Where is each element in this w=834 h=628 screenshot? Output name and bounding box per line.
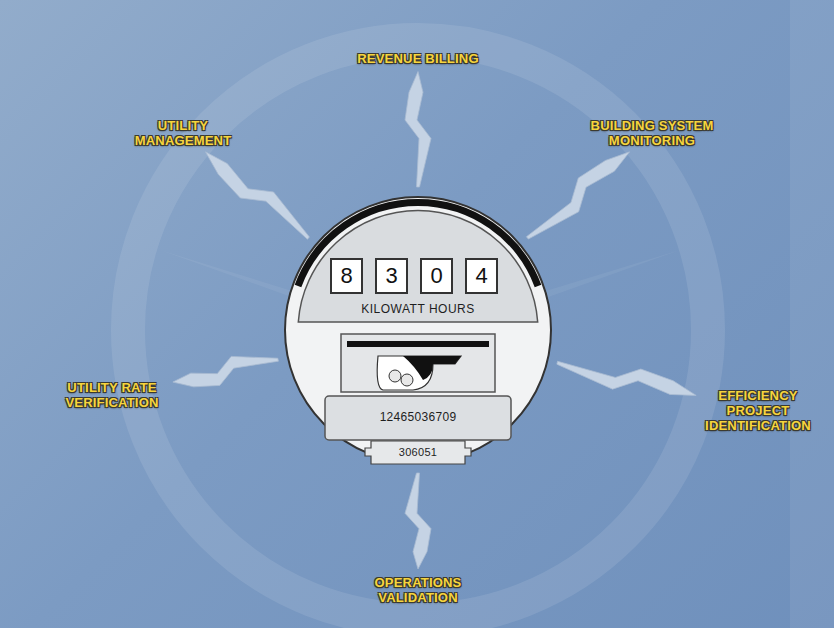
digit-wheel: 8 <box>330 258 363 294</box>
meter-dial <box>401 374 413 386</box>
digit: 4 <box>467 260 496 292</box>
meter-window <box>341 334 495 392</box>
bolt-arrow <box>405 473 431 569</box>
function-name: UTILITY RATE VERIFICATION <box>57 380 167 410</box>
background-texture <box>790 0 834 628</box>
function-name: BUILDING SYSTEM MONITORING <box>582 118 722 148</box>
digit: 0 <box>422 260 451 292</box>
serial-number: 12465036709 <box>283 410 553 424</box>
serial-number: 306051 <box>283 446 553 458</box>
digit: 8 <box>332 260 361 292</box>
electric-meter: KILOWATT HOURS 12465036709 306051 8304 <box>283 190 553 470</box>
function-name: EFFICIENCY PROJECT IDENTIFICATION <box>702 388 814 433</box>
function-name: OPERATIONS VALIDATION <box>358 575 478 605</box>
function-name: REVENUE BILLING <box>343 51 493 66</box>
function-label: UTILITY RATE VERIFICATION <box>57 380 167 410</box>
bolt-arrow <box>526 152 629 239</box>
digit-wheel: 4 <box>465 258 498 294</box>
function-label: OPERATIONS VALIDATION <box>358 575 478 605</box>
meter-outline <box>283 190 553 470</box>
function-label: EFFICIENCY PROJECT IDENTIFICATION <box>702 388 814 433</box>
function-label: UTILITY MANAGEMENT <box>128 118 238 148</box>
meter-disc <box>377 356 461 390</box>
bolt-arrow <box>557 361 696 395</box>
bolt-arrow <box>405 72 431 188</box>
meter-dial <box>389 370 401 382</box>
unit-label: KILOWATT HOURS <box>283 302 553 316</box>
digit: 3 <box>377 260 406 292</box>
bolt-arrow <box>205 152 309 239</box>
digit-wheel: 3 <box>375 258 408 294</box>
function-name: UTILITY MANAGEMENT <box>128 118 238 148</box>
bolt-arrow <box>173 356 279 386</box>
meter-slot <box>347 341 489 347</box>
function-label: BUILDING SYSTEM MONITORING <box>582 118 722 148</box>
digit-wheel: 0 <box>420 258 453 294</box>
function-label: REVENUE BILLING <box>343 51 493 66</box>
